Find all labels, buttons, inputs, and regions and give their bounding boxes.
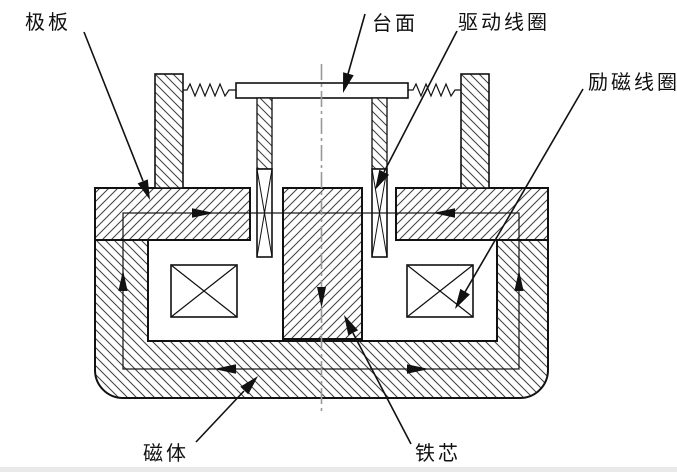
leader-iron-core <box>344 315 412 445</box>
spring-right <box>408 82 461 98</box>
coil-former-leg-right <box>371 97 388 170</box>
flux-arrow-top-right-left <box>433 208 455 218</box>
flux-arrow-left-wall-up <box>118 270 128 291</box>
flux-arrows <box>118 208 524 374</box>
flux-arrow-bottom-left <box>214 364 236 374</box>
flux-arrow-bottom-right <box>407 364 429 374</box>
leader-magnet-body <box>195 376 258 443</box>
magnet-body-shell <box>94 239 549 399</box>
pole-plate-right-shape <box>395 187 549 241</box>
flux-arrow-right-wall-up <box>514 270 524 291</box>
flux-arrow-core-down <box>317 287 326 308</box>
leader-table-surface <box>343 13 366 93</box>
support-column-left <box>154 73 184 189</box>
flux-arrow-top-left-right <box>192 208 214 218</box>
support-column-right <box>460 73 490 189</box>
excitation-coil-left-shape <box>170 264 238 318</box>
label-excitation-coil: 励磁线圈 <box>588 71 677 94</box>
label-iron-core: 铁芯 <box>415 442 461 465</box>
label-table-surface: 台面 <box>372 12 418 35</box>
label-drive-coil: 驱动线圈 <box>458 11 550 34</box>
leader-excitation-coil <box>455 88 584 309</box>
label-pole-plate: 极板 <box>25 11 71 34</box>
iron-core-shape <box>282 187 363 340</box>
leader-pole-plate <box>83 31 150 200</box>
leader-drive-coil <box>375 30 458 190</box>
leader-lines <box>83 13 584 445</box>
label-magnet-body: 磁体 <box>143 442 189 465</box>
pole-plate-left-shape <box>94 187 251 241</box>
spring-left <box>183 82 236 98</box>
footer-bar <box>0 467 677 472</box>
coil-former-leg-left <box>256 97 273 170</box>
